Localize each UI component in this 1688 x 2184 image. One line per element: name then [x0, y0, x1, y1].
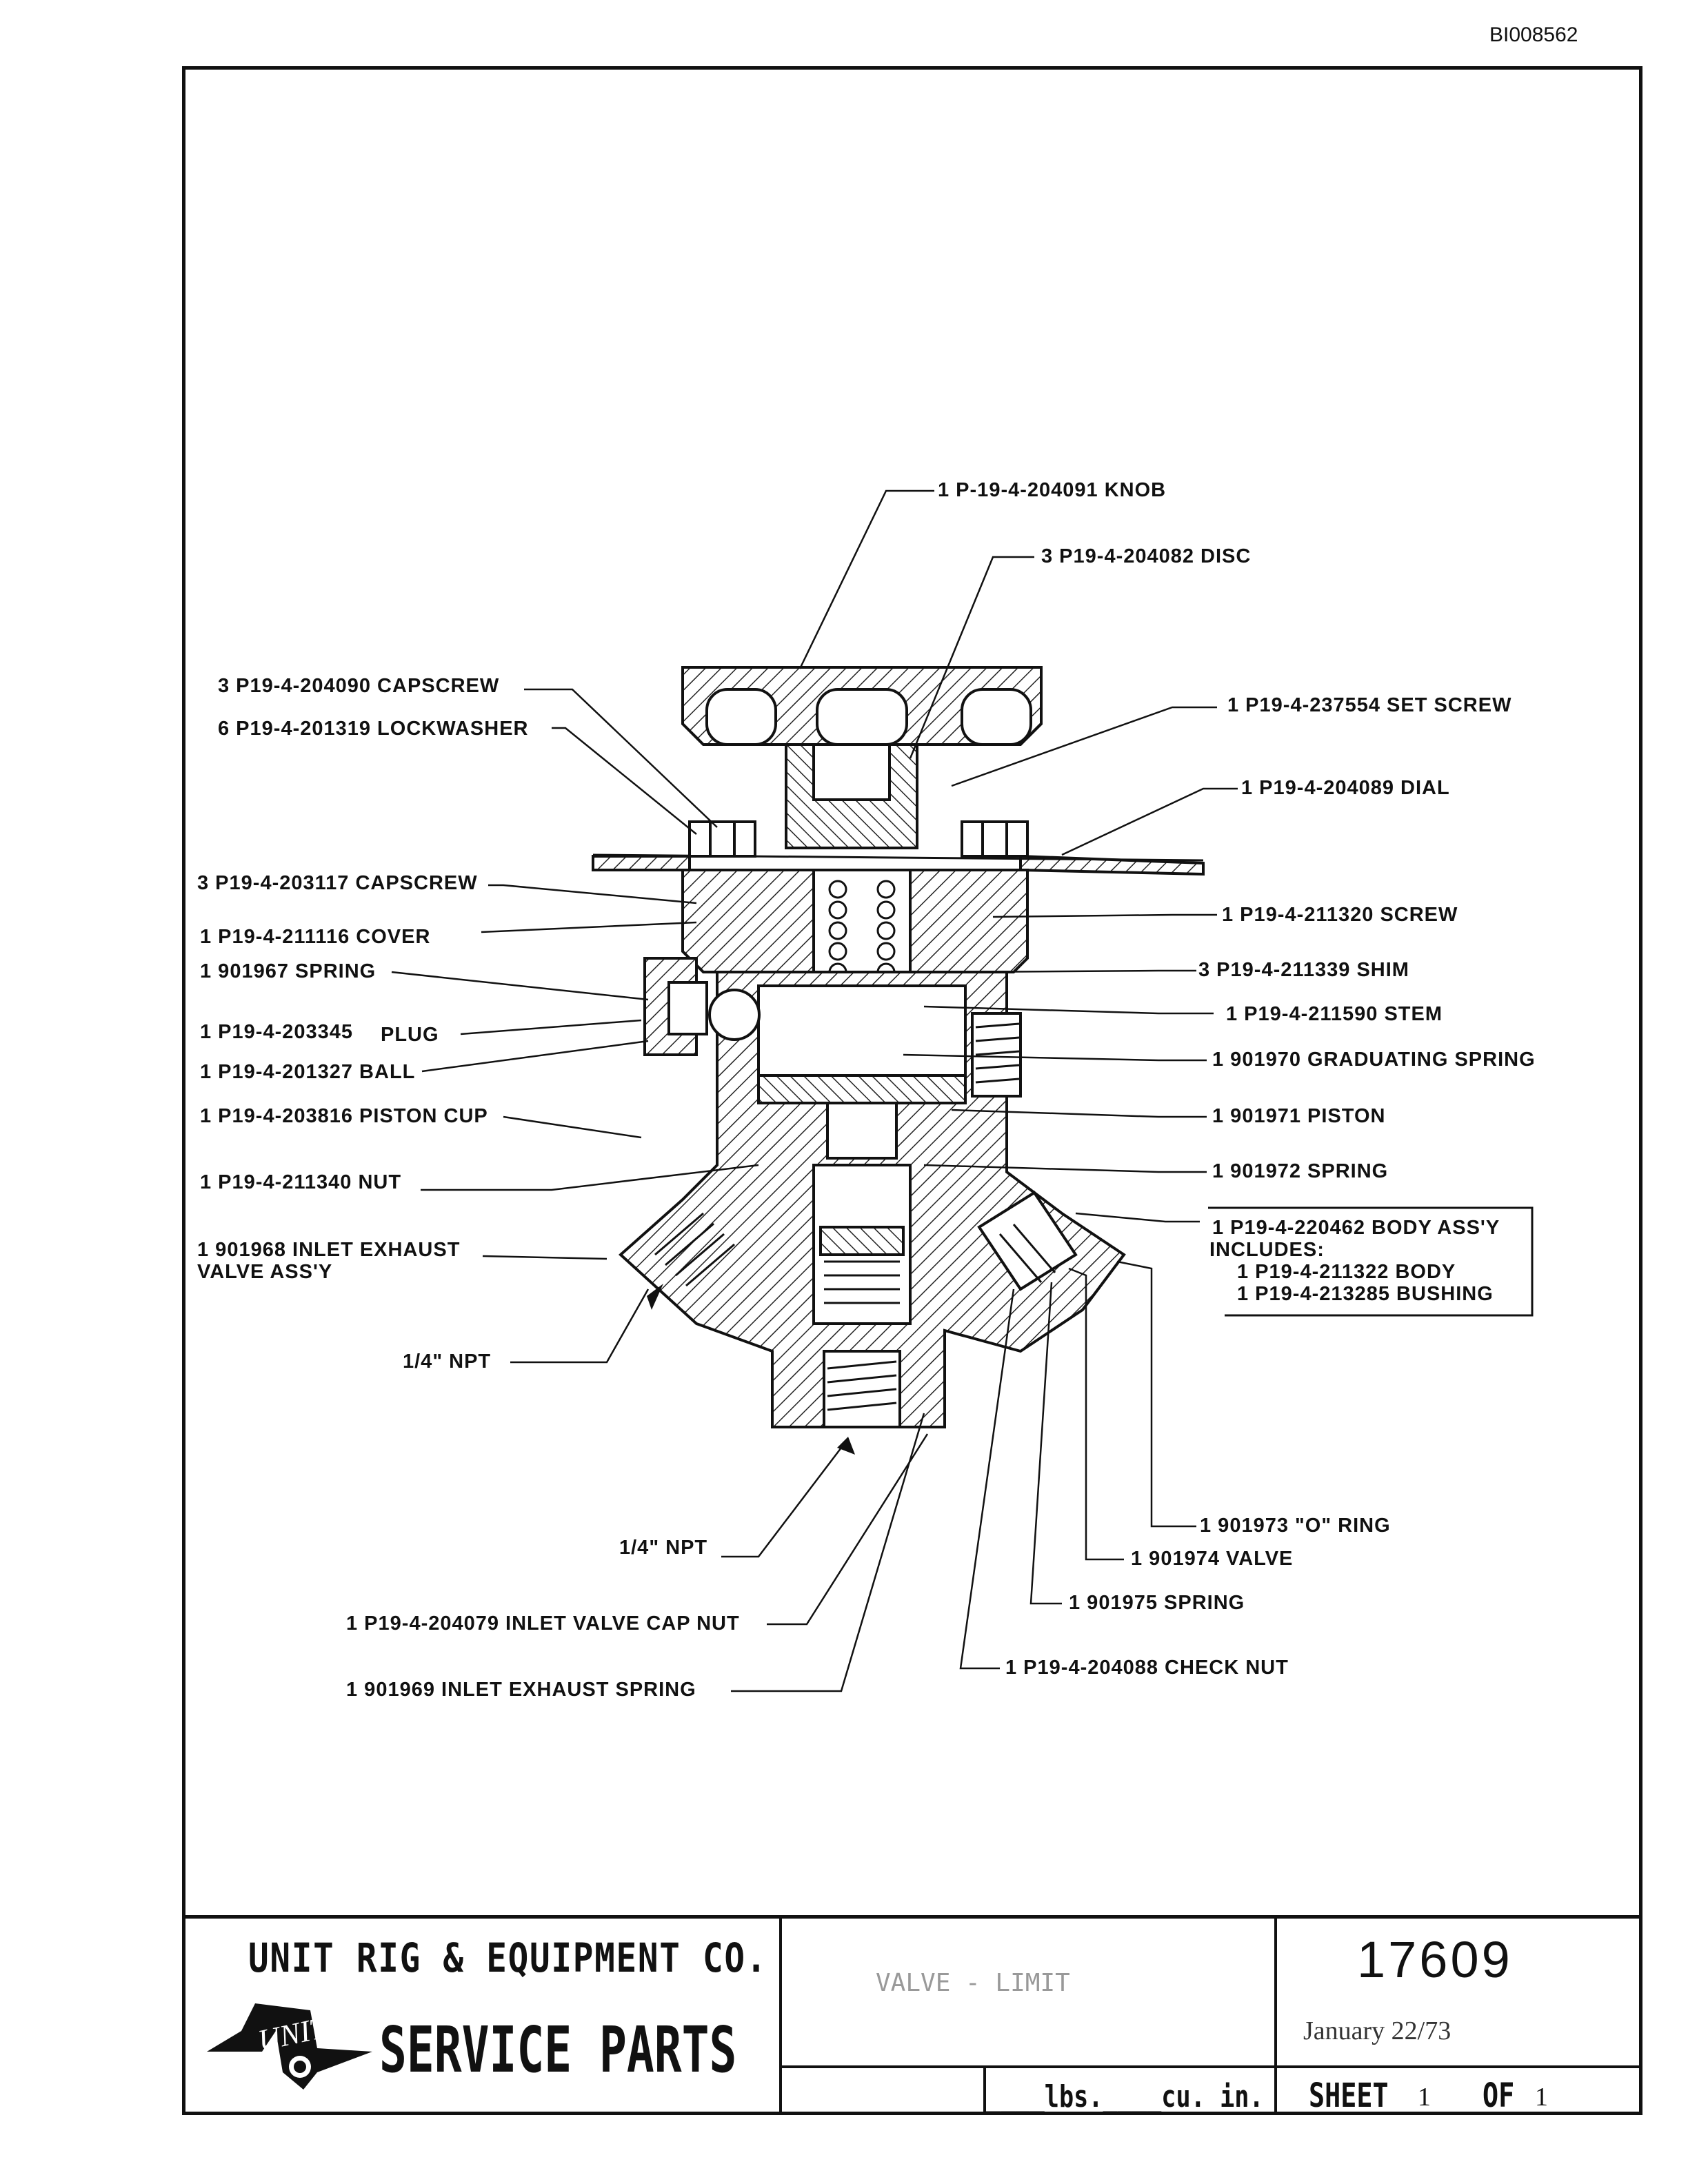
label-lockwasher: 6 P19-4-201319 LOCKWASHER: [218, 718, 529, 740]
sheet-total: 1: [1535, 2083, 1548, 2112]
label-graduating-spring: 1 901970 GRADUATING SPRING: [1212, 1049, 1536, 1071]
drawing-date: January 22/73: [1303, 2016, 1451, 2045]
unit-rig-logo: UNIT RIG: [207, 1999, 379, 2090]
of-label: OF: [1483, 2076, 1515, 2115]
sheet-label: SHEET: [1309, 2076, 1389, 2115]
label-shim: 3 P19-4-211339 SHIM: [1198, 959, 1409, 981]
label-nut: 1 P19-4-211340 NUT: [200, 1171, 402, 1193]
label-body-assy: 1 P19-4-220462 BODY ASS'Y: [1212, 1217, 1500, 1239]
npt-arrow-bottom: [837, 1437, 855, 1455]
drawing-frame: [182, 66, 1642, 2115]
label-capscrew-1: 3 P19-4-204090 CAPSCREW: [218, 675, 500, 697]
service-parts-title: SERVICE PARTS: [379, 2013, 737, 2087]
label-ball: 1 P19-4-201327 BALL: [200, 1061, 416, 1083]
label-spring-3: 1 901975 SPRING: [1069, 1592, 1245, 1614]
label-check-nut: 1 P19-4-204088 CHECK NUT: [1005, 1657, 1289, 1679]
label-set-screw: 1 P19-4-237554 SET SCREW: [1227, 694, 1512, 716]
label-valve: 1 901974 VALVE: [1131, 1548, 1294, 1570]
part-description: VALVE - LIMIT: [876, 1969, 1070, 1997]
leader-lines: [391, 489, 1238, 1692]
label-spring-2: 1 901972 SPRING: [1212, 1160, 1389, 1182]
label-disc: 3 P19-4-204082 DISC: [1041, 545, 1252, 567]
label-inlet-valve-cap-nut: 1 P19-4-204079 INLET VALVE CAP NUT: [346, 1612, 740, 1635]
npt-arrow-left: [647, 1284, 663, 1310]
label-plug-word: PLUG: [381, 1024, 439, 1046]
label-piston-cup: 1 P19-4-203816 PISTON CUP: [200, 1105, 488, 1127]
label-piston: 1 901971 PISTON: [1212, 1105, 1386, 1127]
part-number: 17609: [1357, 1931, 1513, 1988]
label-npt-2: 1/4" NPT: [619, 1537, 708, 1559]
label-inlet-exhaust-spring: 1 901969 INLET EXHAUST SPRING: [346, 1679, 696, 1701]
label-bushing: 1 P19-4-213285 BUSHING: [1237, 1283, 1494, 1305]
label-stem: 1 P19-4-211590 STEM: [1226, 1003, 1443, 1025]
document-id: BI008562: [1489, 23, 1578, 46]
label-dial: 1 P19-4-204089 DIAL: [1241, 777, 1450, 799]
label-o-ring: 1 901973 "O" RING: [1200, 1515, 1391, 1537]
body-assy-box: [1208, 1206, 1534, 1317]
sheet-number: 1: [1418, 2083, 1431, 2112]
label-capscrew-2: 3 P19-4-203117 CAPSCREW: [197, 872, 478, 894]
label-body: 1 P19-4-211322 BODY: [1237, 1261, 1456, 1283]
company-name: UNIT RIG & EQUIPMENT CO.: [248, 1934, 768, 1981]
label-spring-1: 1 901967 SPRING: [200, 960, 376, 982]
weight-volume-field: ____lbs.____cu. in.: [986, 2079, 1264, 2114]
label-npt-1: 1/4" NPT: [403, 1351, 492, 1373]
label-inlet-exhaust-valve-2: VALVE ASS'Y: [197, 1261, 333, 1283]
label-inlet-exhaust-valve: 1 901968 INLET EXHAUST: [197, 1239, 461, 1261]
label-screw: 1 P19-4-211320 SCREW: [1222, 904, 1458, 926]
label-cover: 1 P19-4-211116 COVER: [200, 926, 431, 948]
label-body-assy-includes: INCLUDES:: [1209, 1239, 1325, 1261]
label-plug: 1 P19-4-203345: [200, 1021, 353, 1043]
label-knob: 1 P-19-4-204091 KNOB: [938, 479, 1167, 501]
